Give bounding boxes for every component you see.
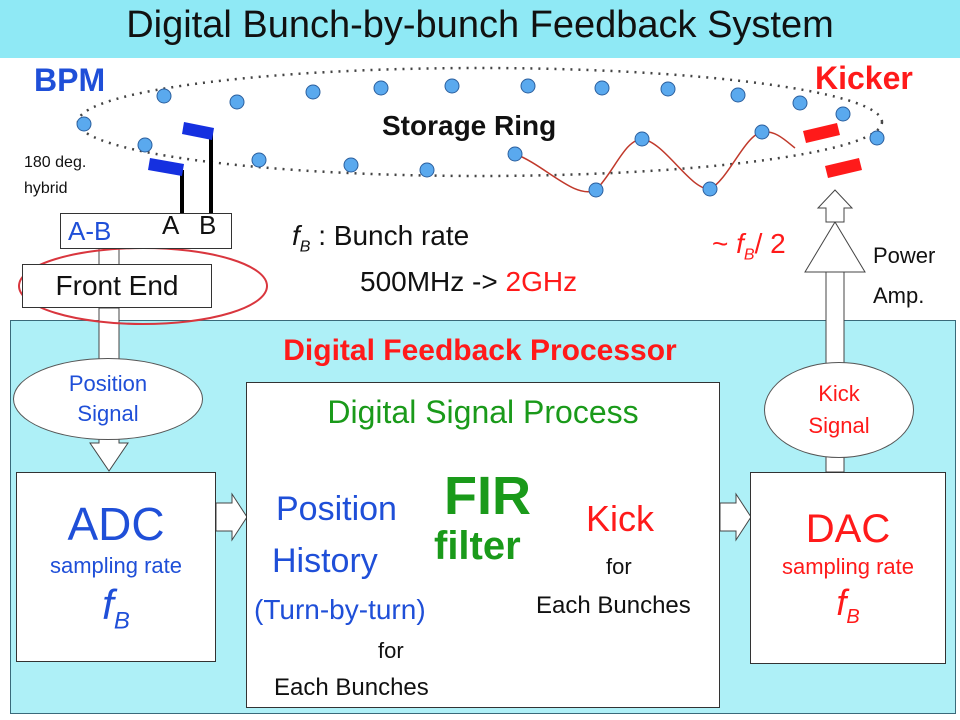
bunch-dot (229, 94, 245, 110)
half-fb-symbol: f (736, 228, 744, 259)
fir-label: FIR (444, 466, 531, 526)
rate-to: 2GHz (505, 266, 578, 297)
kicker-label: Kicker (815, 60, 913, 96)
bunch-dot (507, 146, 523, 162)
hybrid-label-line2: hybrid (24, 180, 68, 197)
adc-sampling-label: sampling rate (49, 553, 183, 578)
storage-ring-label: Storage Ring (382, 110, 557, 141)
dac-rate-f: f (836, 582, 847, 623)
fb-symbol: f (292, 220, 300, 251)
page-title: Digital Bunch-by-bunch Feedback System (126, 4, 834, 46)
dac-rate-sub: B (846, 606, 860, 629)
rate-range-label: 500MHz -> 2GHz (360, 266, 577, 298)
kicker-plate-lower (825, 158, 862, 178)
dac-title: DAC (805, 507, 891, 551)
dac-box: DAC sampling rate fB (750, 472, 946, 664)
half-prefix: ~ (712, 228, 737, 259)
dac-sampling-label: sampling rate (781, 554, 915, 579)
kick-signal-line1: Kick (818, 381, 860, 406)
power-amp-line1: Power (873, 243, 936, 268)
bunch-dot (305, 84, 321, 100)
bunch-oscillation-wave (514, 131, 796, 193)
bunch-dot (754, 124, 770, 140)
adc-box: ADC sampling rate fB (16, 472, 216, 662)
half-bunch-rate-label: ~ fB/ 2 (712, 228, 786, 265)
position-signal-line1: Position (68, 371, 148, 396)
dsp-each-bunches-2: Each Bunches (536, 592, 691, 619)
dsp-box (246, 382, 720, 708)
bunch-group (76, 78, 885, 198)
arrow-dsp-to-dac (719, 492, 752, 542)
half-suffix: / 2 (754, 228, 786, 259)
bunch-dot (660, 81, 676, 97)
processor-title: Digital Feedback Processor (283, 334, 677, 367)
adc-rate-sub: B (113, 607, 130, 635)
bunch-dot (137, 137, 153, 153)
position-history-line2: History (272, 542, 378, 580)
half-fb-subscript: B (743, 246, 755, 264)
electrode-b-label: B (199, 210, 217, 240)
power-amp-label: Power Amp. (873, 236, 935, 316)
bunch-dot (343, 157, 359, 173)
position-signal-line2: Signal (77, 401, 139, 426)
fb-subscript: B (299, 238, 311, 256)
bunch-dot (251, 152, 267, 168)
bunch-dot (594, 80, 610, 96)
bunch-dot (702, 181, 718, 197)
bunch-dot (835, 106, 851, 122)
electrode-b-plate (182, 122, 214, 140)
rate-from: 500MHz -> (360, 266, 506, 297)
kicker-plate-upper (803, 123, 840, 143)
dsp-title: Digital Signal Process (327, 394, 639, 430)
bunch-dot (869, 130, 885, 146)
electrode-a-plate (148, 158, 184, 176)
power-amp-line2: Amp. (873, 283, 925, 308)
bunch-dot (588, 182, 604, 198)
arrow-adc-to-dsp (215, 492, 248, 542)
bunch-dot (792, 95, 808, 111)
power-amp-triangle (804, 221, 866, 273)
dsp-for-label-1: for (378, 638, 404, 663)
adc-rate-symbol: fB (17, 581, 215, 635)
bunch-dot (156, 88, 172, 104)
dsp-each-bunches-1: Each Bunches (274, 674, 429, 701)
bunch-dot (76, 116, 92, 132)
bunch-rate-text: : Bunch rate (310, 220, 470, 251)
hybrid-label: 180 deg. hybrid (24, 150, 86, 202)
bunch-dot (444, 78, 460, 94)
adc-title: ADC (67, 498, 165, 550)
dac-rate-symbol: fB (751, 582, 945, 629)
turn-by-turn-label: (Turn-by-turn) (254, 594, 426, 625)
filter-label: filter (434, 524, 521, 568)
hybrid-box (60, 213, 232, 249)
bpm-label: BPM (34, 62, 106, 98)
kick-signal-ellipse: Kick Signal (764, 362, 914, 458)
adc-rate-f: f (102, 581, 114, 628)
kick-signal-line2: Signal (808, 413, 870, 438)
electrode-a-label: A (162, 210, 180, 240)
arrow-amp-to-kicker (816, 189, 854, 223)
bunch-rate-label: fB : Bunch rate (292, 220, 469, 257)
bunch-dot (373, 80, 389, 96)
bunch-dot (419, 162, 435, 178)
bunch-dot (634, 131, 650, 147)
a-minus-b-label: A-B (68, 216, 112, 246)
dsp-for-label-2: for (606, 554, 632, 579)
bunch-dot (520, 78, 536, 94)
position-signal-ellipse: Position Signal (13, 358, 203, 440)
front-end-box: Front End (22, 264, 212, 308)
hybrid-label-line1: 180 deg. (24, 154, 87, 171)
title-bar (0, 0, 960, 58)
kick-label: Kick (586, 498, 655, 539)
position-history-line1: Position (276, 490, 397, 528)
bunch-dot (730, 87, 746, 103)
